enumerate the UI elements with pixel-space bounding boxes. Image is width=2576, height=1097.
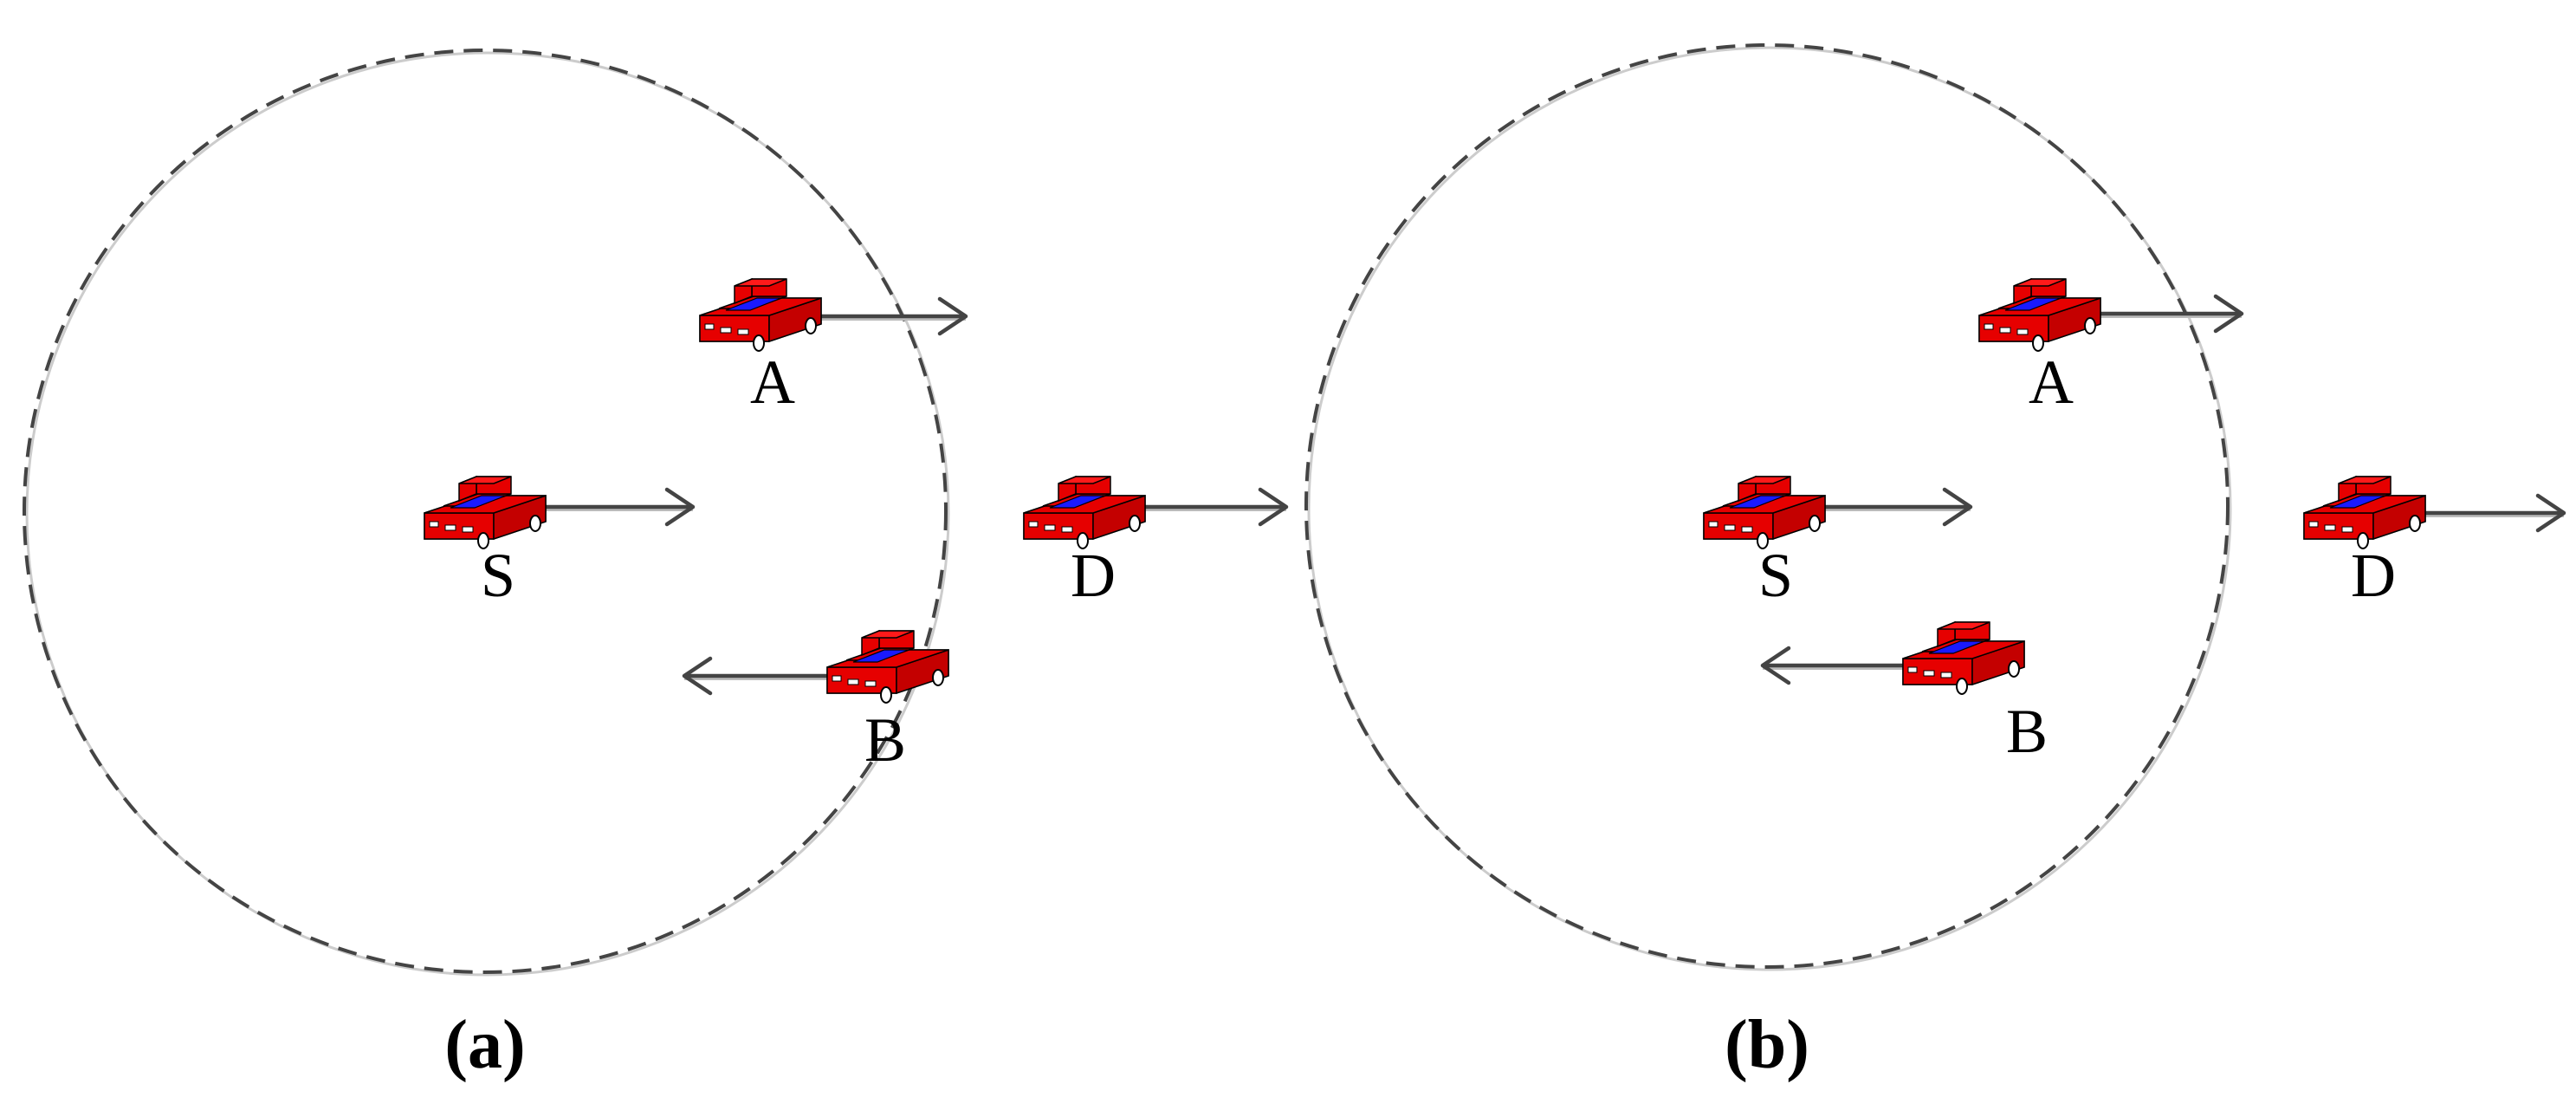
vehicle-label-a: A [2029, 347, 2074, 417]
car-icon [1023, 476, 1146, 549]
transmission-range-circle [1304, 43, 2230, 969]
direction-arrow-b [682, 656, 827, 696]
panel-b: A S D B (b) [1304, 43, 2566, 1083]
direction-arrow-a [810, 296, 968, 336]
direction-arrow-s [535, 487, 696, 527]
range-circle-shadow [1307, 46, 2232, 971]
car-icon [699, 278, 822, 352]
direction-arrow-d [2415, 493, 2566, 533]
transmission-range-circle [23, 49, 948, 974]
range-circle-shadow [25, 51, 950, 977]
vehicle-label-b: B [2006, 697, 2048, 766]
direction-arrow-s [1815, 487, 1973, 527]
panel-a: A S D B (a) [23, 49, 1289, 1083]
car-icon [2303, 476, 2426, 549]
vehicle-label-s: S [1758, 541, 1793, 610]
panel-label: (a) [444, 1007, 525, 1083]
diagram-layer: A S D B (a) A S D B (b) [23, 43, 2566, 1083]
car-icon [1703, 476, 1826, 549]
vehicle-label-a: A [750, 347, 795, 417]
direction-arrow-d [1135, 487, 1289, 527]
vehicle-label-d: D [2351, 541, 2396, 610]
car-icon [424, 476, 547, 549]
car-icon [1978, 278, 2101, 352]
direction-arrow-b [1760, 646, 1903, 685]
vehicle-label-d: D [1071, 541, 1116, 610]
panel-label: (b) [1725, 1007, 1809, 1083]
vehicle-label-b: B [864, 705, 906, 775]
car-icon [1902, 621, 2025, 695]
vehicle-label-s: S [481, 541, 515, 610]
direction-arrow-a [2089, 294, 2244, 334]
